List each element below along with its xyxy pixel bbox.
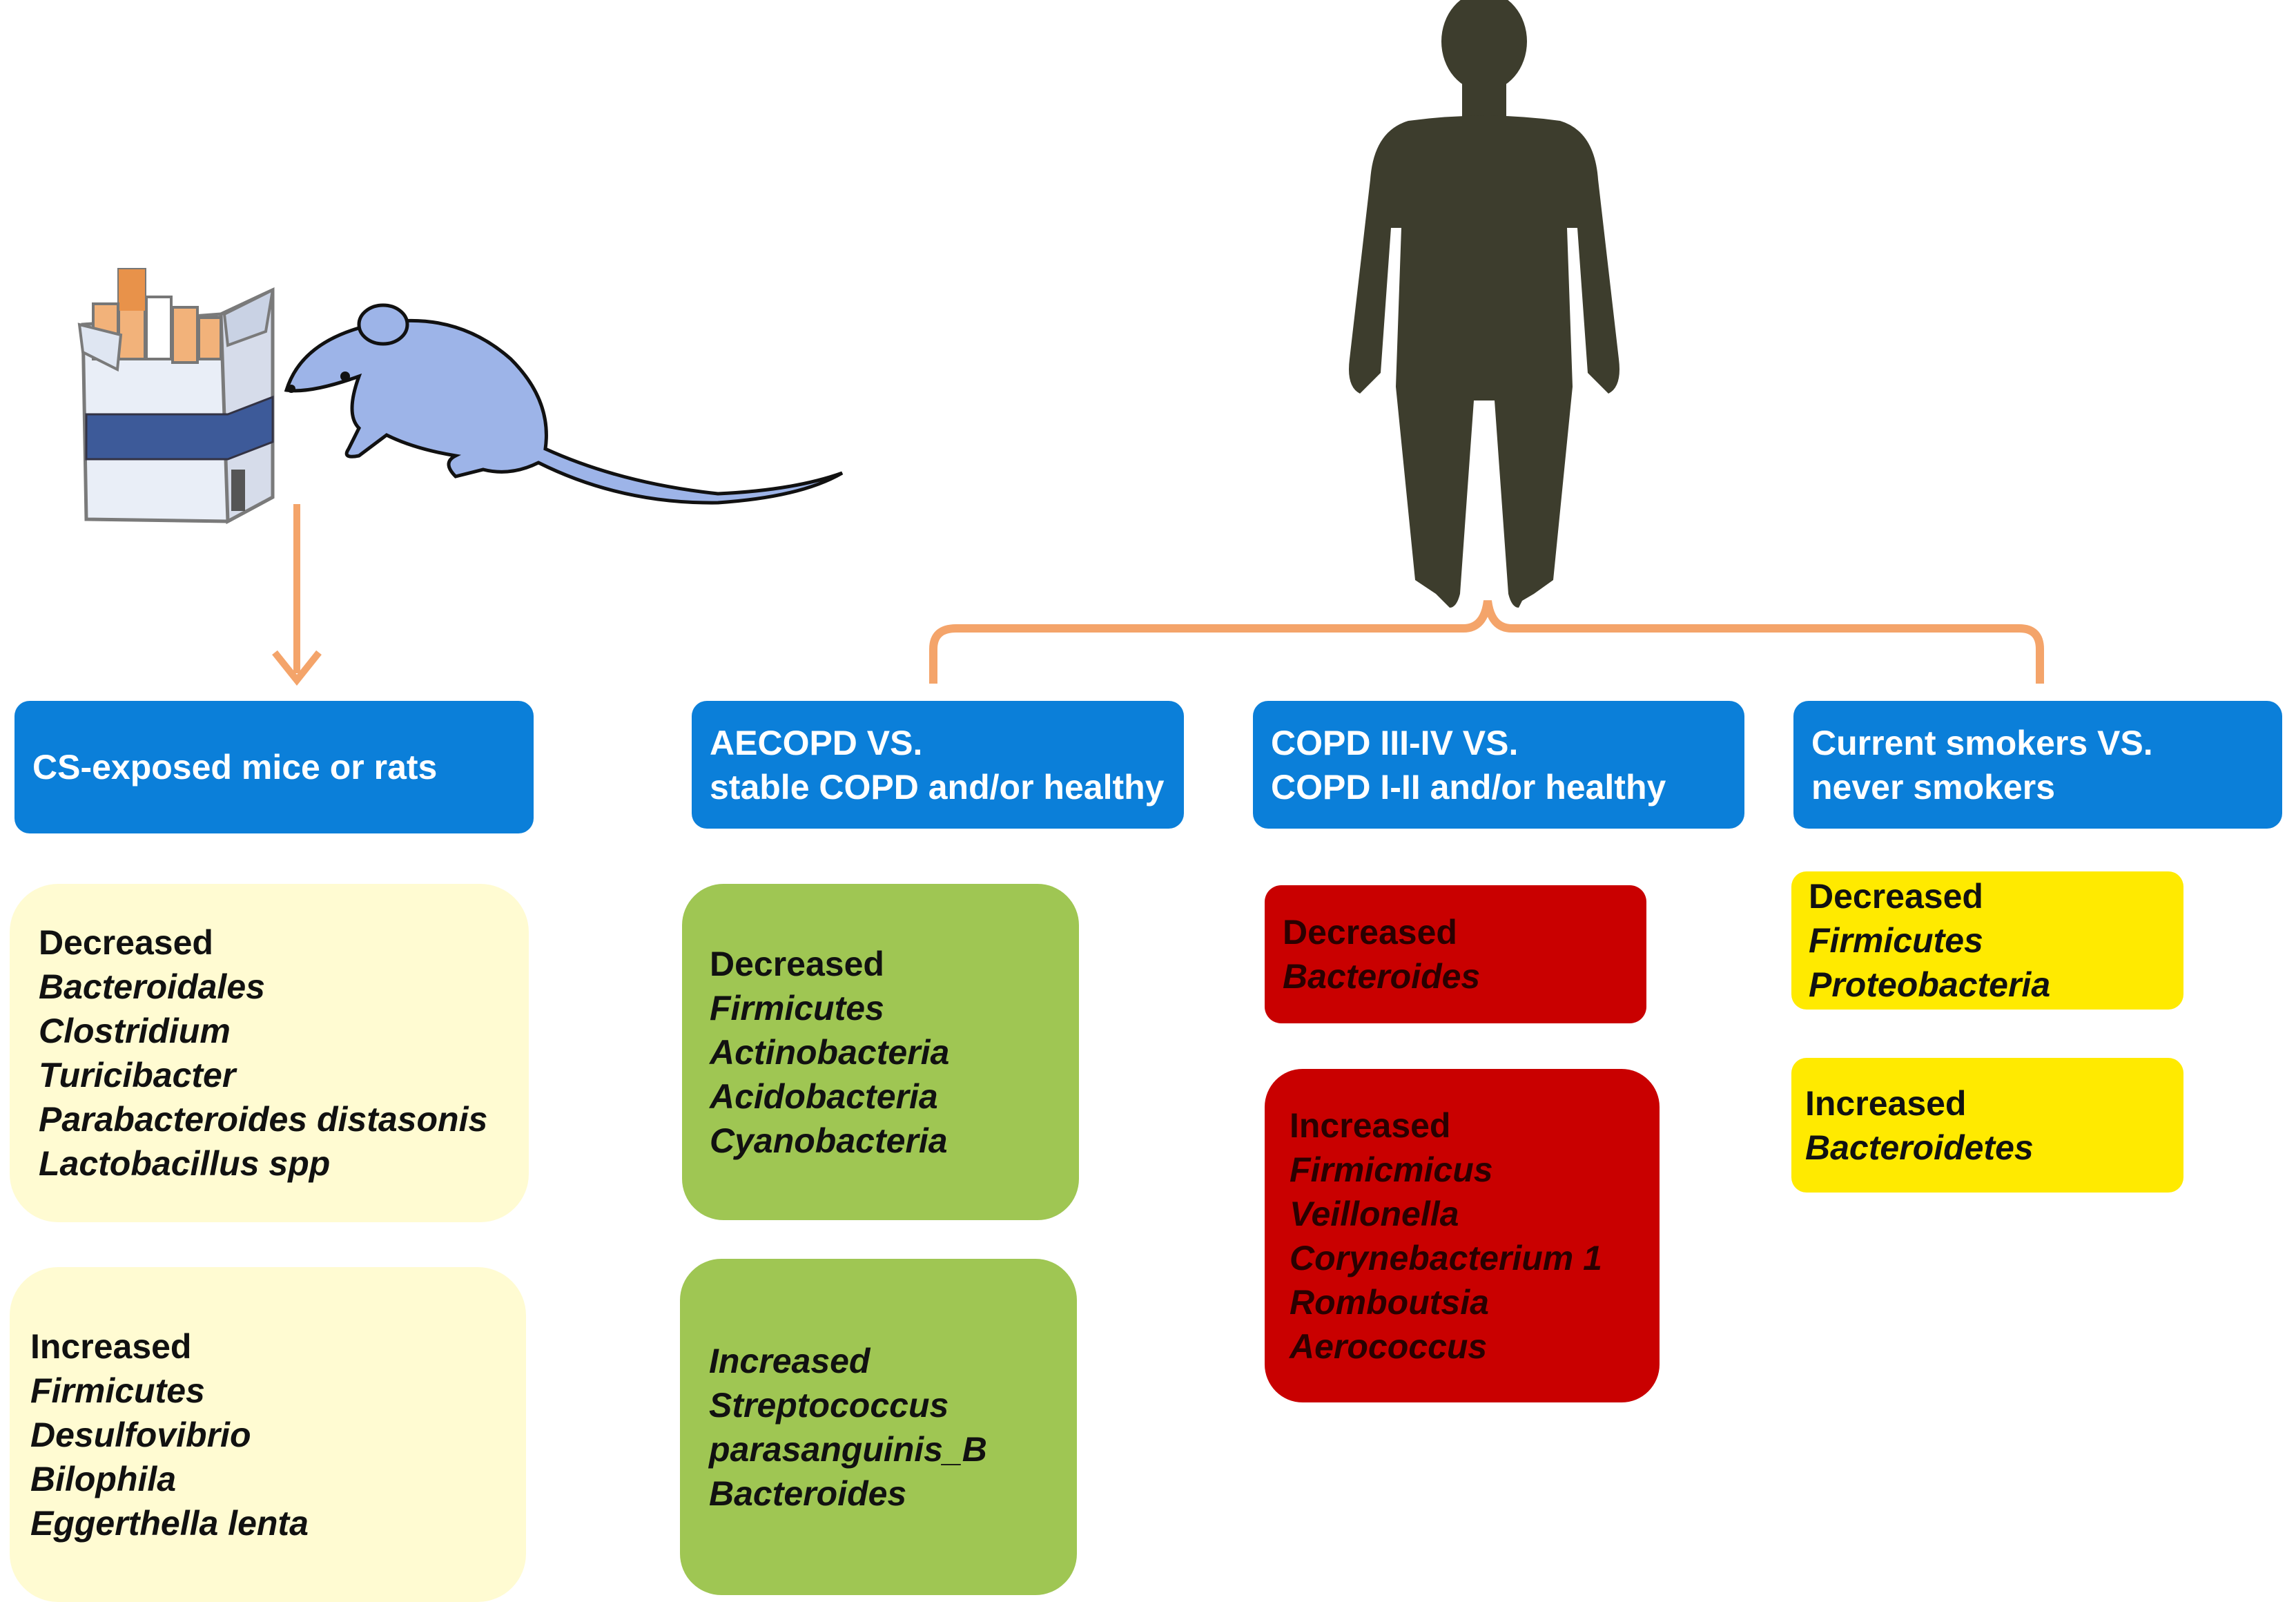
header-line: COPD I-II and/or healthy: [1271, 767, 1666, 807]
taxon-label: Bacteroidales: [39, 967, 265, 1006]
mice-decreased-box: Decreased Bacteroidales Clostridium Turi…: [10, 884, 529, 1222]
header-copd-stages: COPD III-IV VS. COPD I-II and/or healthy: [1253, 701, 1744, 829]
box-title: Decreased: [1283, 913, 1457, 952]
taxon-label: Cyanobacteria: [710, 1121, 948, 1160]
taxon-label: Bacteroides: [1283, 957, 1481, 996]
taxon-label: Eggerthella lenta: [30, 1503, 309, 1543]
mice-increased-box: Increased Firmicutes Desulfovibrio Bilop…: [10, 1267, 526, 1602]
taxon-label: Actinobacteria: [710, 1032, 950, 1072]
taxon-label: Aerococcus: [1290, 1326, 1488, 1366]
taxon-label: Firmicmicus: [1290, 1150, 1493, 1189]
box-title: Decreased: [1809, 877, 1983, 916]
smokers-increased-box: Increased Bacteroidetes: [1791, 1058, 2183, 1193]
mouse-icon: [284, 303, 844, 505]
taxon-label: Parabacteroides distasonis: [39, 1100, 488, 1139]
box-title: Increased: [30, 1326, 192, 1366]
box-title: Increased: [709, 1341, 870, 1380]
copd-decreased-box: Decreased Bacteroides: [1265, 885, 1646, 1023]
smokers-decreased-box: Decreased Firmicutes Proteobacteria: [1791, 871, 2183, 1010]
human-silhouette-icon: [1349, 0, 1619, 608]
taxon-label: Romboutsia: [1290, 1282, 1489, 1322]
header-smokers: Current smokers VS. never smokers: [1793, 701, 2282, 829]
aecopd-increased-box: Increased Streptococcus parasanguinis_B …: [680, 1259, 1077, 1595]
header-line: never smokers: [1811, 767, 2056, 807]
taxon-label: Desulfovibrio: [30, 1415, 251, 1454]
taxon-label: Bacteroides: [709, 1474, 907, 1513]
header-line: CS-exposed mice or rats: [32, 748, 438, 786]
header-line: Current smokers VS.: [1811, 723, 2153, 762]
taxon-label: Clostridium: [39, 1012, 231, 1050]
header-cs-exposed-mice: CS-exposed mice or rats: [14, 701, 534, 833]
taxon-label: Lactobacillus spp: [39, 1144, 331, 1183]
copd-increased-box: Increased Firmicmicus Veillonella Coryne…: [1265, 1069, 1660, 1402]
human-bracket: [929, 600, 2044, 684]
taxon-label: Corynebacterium 1: [1290, 1238, 1602, 1277]
taxon-label: Streptococcus: [709, 1385, 949, 1425]
aecopd-decreased-box: Decreased Firmicutes Actinobacteria Acid…: [682, 884, 1079, 1220]
box-title: Decreased: [710, 944, 884, 983]
taxon-label: Firmicutes: [1809, 921, 1983, 960]
box-title: Decreased: [39, 923, 213, 962]
taxon-label: Proteobacteria: [1809, 965, 2051, 1004]
exposure-arrow: [272, 504, 322, 686]
cigarette-pack-icon: [77, 268, 275, 525]
header-line: stable COPD and/or healthy: [710, 767, 1165, 807]
taxon-label: Firmicutes: [30, 1371, 205, 1410]
header-line: COPD III-IV VS.: [1271, 723, 1519, 762]
taxon-label: Firmicutes: [710, 988, 884, 1027]
header-aecopd: AECOPD VS. stable COPD and/or healthy: [692, 701, 1184, 829]
box-title: Increased: [1805, 1083, 1967, 1123]
taxon-label: Turicibacter: [39, 1056, 236, 1094]
taxon-label: Bacteroidetes: [1805, 1128, 2034, 1167]
taxon-label: Acidobacteria: [710, 1077, 938, 1116]
taxon-label: Bilophila: [30, 1459, 177, 1498]
taxon-label: Veillonella: [1290, 1194, 1459, 1233]
taxon-label: parasanguinis_B: [709, 1429, 987, 1469]
box-title: Increased: [1290, 1106, 1451, 1145]
header-line: AECOPD VS.: [710, 723, 923, 762]
